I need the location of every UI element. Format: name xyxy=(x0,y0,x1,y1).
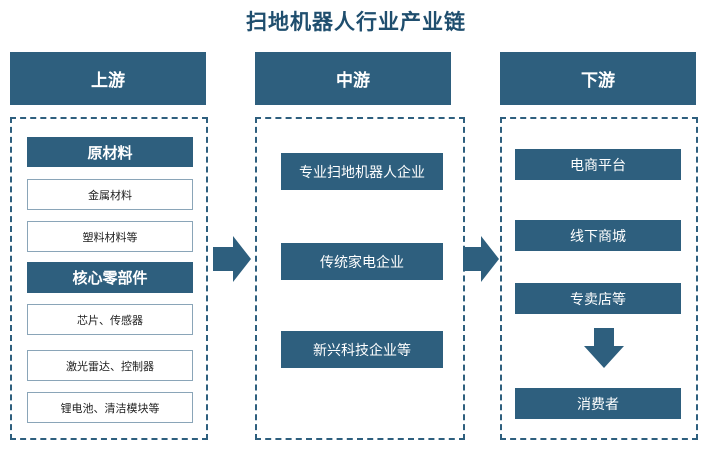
upstream-header: 上游 xyxy=(10,52,206,105)
page-title: 扫地机器人行业产业链 xyxy=(246,9,466,34)
raw-materials-header: 原材料 xyxy=(27,137,193,167)
midstream-item: 传统家电企业 xyxy=(281,243,443,280)
downstream-panel xyxy=(500,117,698,440)
raw-material-item: 金属材料 xyxy=(27,179,193,210)
core-parts-header: 核心零部件 xyxy=(27,262,193,293)
raw-material-item: 塑料材料等 xyxy=(27,221,193,252)
midstream-panel xyxy=(255,117,465,440)
down-arrow-icon xyxy=(584,328,624,368)
channel-item: 线下商城 xyxy=(515,220,681,251)
core-part-item: 激光雷达、控制器 xyxy=(27,350,193,381)
core-part-item: 锂电池、清洁模块等 xyxy=(27,392,193,423)
downstream-header: 下游 xyxy=(500,52,696,105)
channel-item: 电商平台 xyxy=(515,149,681,180)
core-part-item: 芯片、传感器 xyxy=(27,304,193,335)
channel-item: 专卖店等 xyxy=(515,283,681,314)
right-arrow-icon xyxy=(213,236,251,282)
midstream-item: 专业扫地机器人企业 xyxy=(281,153,443,190)
upstream-panel xyxy=(10,117,208,440)
midstream-header: 中游 xyxy=(255,52,451,105)
right-arrow-icon xyxy=(463,236,499,282)
midstream-item: 新兴科技企业等 xyxy=(281,331,443,368)
consumer-box: 消费者 xyxy=(515,388,681,419)
